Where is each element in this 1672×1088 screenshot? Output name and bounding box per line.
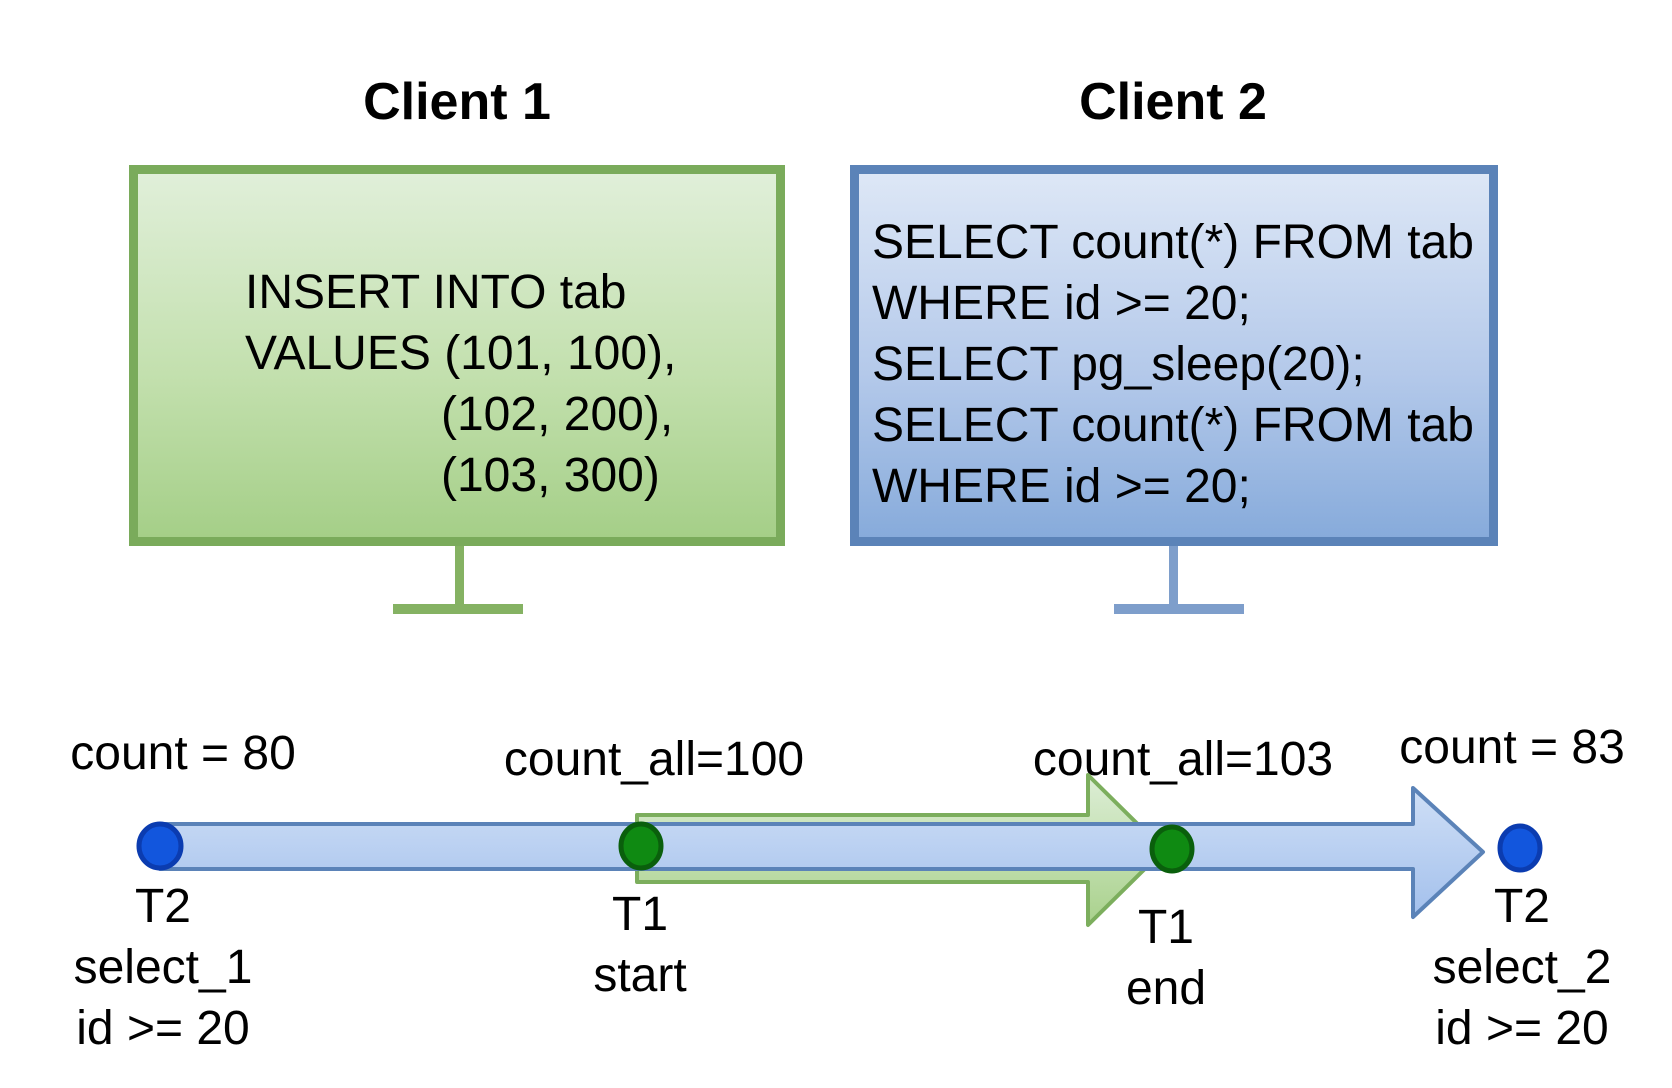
- client1-monitor-stand-neck: [455, 546, 464, 612]
- client1-title: Client 1: [363, 73, 551, 131]
- sql-line: WHERE id >= 20;: [872, 460, 1251, 513]
- marker-line: start: [593, 949, 687, 1002]
- client2-monitor-stand-base: [1114, 604, 1244, 614]
- t2-select1-dot: [136, 821, 184, 871]
- marker-t2-select1: T2 select_1 id >= 20: [74, 876, 253, 1059]
- sql-line: VALUES (101, 100),: [245, 327, 677, 380]
- marker-t1-end: T1 end: [1126, 897, 1206, 1019]
- t1-start-dot: [618, 821, 664, 871]
- marker-line: T2: [1493, 880, 1550, 933]
- sql-line: WHERE id >= 20;: [872, 277, 1251, 330]
- client2-sql-block: SELECT count(*) FROM tab WHERE id >= 20;…: [872, 212, 1474, 517]
- sql-line: SELECT count(*) FROM tab: [872, 216, 1474, 269]
- sql-line: (102, 200),: [441, 388, 674, 441]
- marker-line: end: [1125, 962, 1207, 1015]
- annotation-count-80: count = 80: [70, 727, 296, 780]
- marker-line: T1: [611, 888, 669, 941]
- marker-t1-start: T1 start: [593, 884, 686, 1006]
- sql-line: SELECT pg_sleep(20);: [872, 338, 1365, 391]
- sql-line: SELECT count(*) FROM tab: [872, 399, 1474, 452]
- annotation-count-83: count = 83: [1399, 721, 1625, 774]
- marker-line: id >= 20: [1435, 1002, 1609, 1055]
- sql-line: (103, 300): [441, 449, 660, 502]
- sql-line: INSERT INTO tab: [245, 266, 627, 319]
- marker-line: T2: [134, 880, 191, 933]
- t2-select2-dot: [1497, 823, 1543, 873]
- client1-monitor-stand-base: [393, 604, 523, 614]
- client2-screen: [850, 165, 1498, 546]
- marker-line: select_1: [73, 941, 253, 994]
- client1-sql-block: INSERT INTO tab VALUES (101, 100), (102,…: [245, 262, 676, 506]
- annotation-count-all-100: count_all=100: [503, 733, 805, 786]
- marker-line: T1: [1137, 901, 1194, 954]
- t1-end-dot: [1149, 824, 1195, 874]
- marker-t2-select2: T2 select_2 id >= 20: [1433, 876, 1612, 1059]
- client2-monitor-stand-neck: [1169, 546, 1178, 612]
- client1-screen: [129, 165, 785, 546]
- marker-line: id >= 20: [76, 1002, 250, 1055]
- annotation-count-all-103: count_all=103: [1032, 733, 1334, 786]
- t2-session-arrow: [158, 786, 1485, 919]
- client2-title: Client 2: [1079, 73, 1267, 131]
- marker-line: select_2: [1432, 941, 1612, 994]
